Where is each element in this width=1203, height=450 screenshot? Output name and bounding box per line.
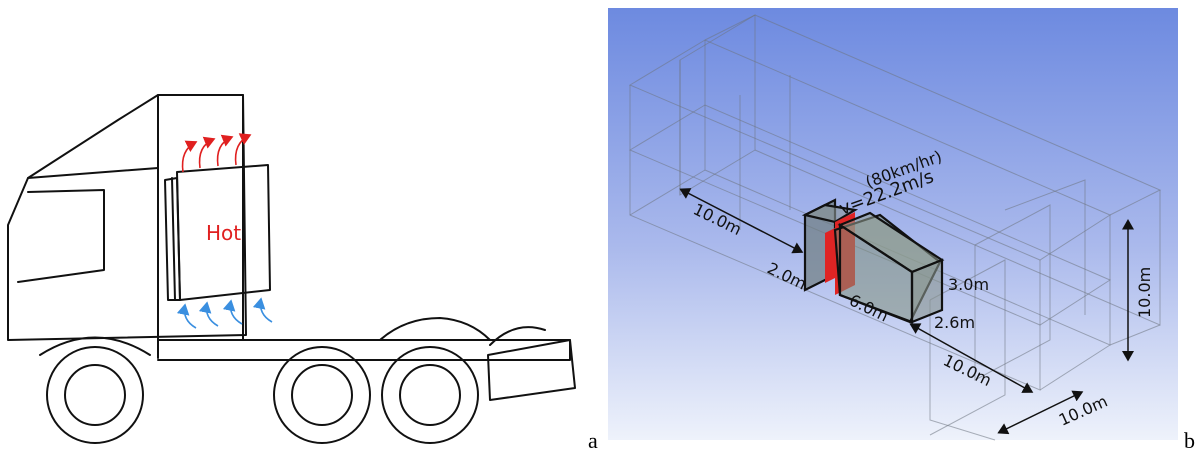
panel-b-letter: b	[1184, 428, 1195, 450]
cool-air-arrow	[176, 303, 197, 329]
wheel-arch-front	[39, 336, 151, 356]
cab-side-window	[17, 189, 105, 283]
middle-wheel	[273, 346, 371, 444]
hot-air-arrows	[181, 133, 252, 173]
domain-height-label: 10.0m	[1135, 267, 1154, 318]
hot-air-arrow	[198, 136, 216, 169]
hot-battery-pack: Hot	[164, 164, 271, 301]
rear-bumper-box	[487, 339, 576, 401]
hot-air-arrow	[216, 134, 234, 167]
trailer-body	[801, 198, 945, 324]
panel-a-letter: a	[588, 428, 598, 450]
trailer-width-label: 2.6m	[934, 313, 975, 332]
hot-air-arrow	[234, 133, 252, 166]
panel-a-truck-sketch: Hot a	[7, 94, 598, 450]
front-wheel	[46, 346, 144, 444]
hot-air-arrow	[181, 140, 198, 173]
panel-b-cfd-domain: (80km/hr) v=22.2m/s 10.0m 2.0m 6.0m 3.0m…	[608, 8, 1195, 450]
cool-air-arrow	[198, 301, 219, 327]
cab-windshield	[27, 167, 159, 179]
cool-air-arrow	[252, 297, 273, 323]
heat-band	[825, 228, 835, 283]
cool-air-arrow	[222, 299, 243, 325]
rear-wheel	[381, 346, 479, 444]
chassis-frame	[157, 339, 571, 361]
cool-air-arrows	[176, 297, 273, 329]
fender-arc-1	[379, 317, 491, 341]
dimension-lines	[679, 188, 1134, 435]
trailer-height-label: 3.0m	[948, 275, 989, 294]
hot-label: Hot	[206, 221, 241, 245]
truck-cab-outline	[7, 94, 247, 341]
fender-arc-2	[489, 326, 546, 346]
